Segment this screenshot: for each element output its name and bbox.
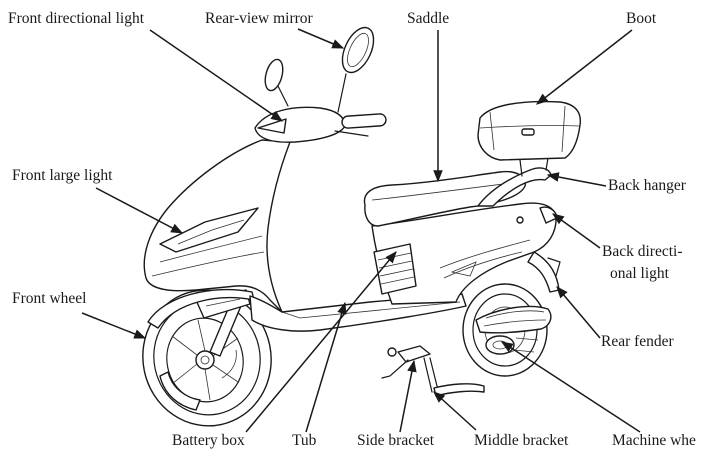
back-hanger: [477, 167, 552, 207]
rear-body: [371, 202, 557, 305]
leader-battery-box: [245, 251, 397, 433]
scooter-drawing: [142, 26, 582, 427]
middle-bracket: [423, 357, 485, 397]
label-boot: Boot: [626, 10, 657, 27]
leader-tub: [305, 301, 347, 433]
leader-side-bracket: [399, 359, 417, 433]
leader-middle-bracket: [433, 391, 477, 431]
brake-lever: [334, 130, 369, 137]
leader-back-directional-light: [552, 213, 601, 249]
label-tub: Tub: [292, 432, 317, 449]
leader-front-large-light: [95, 187, 184, 234]
boot-mount: [519, 157, 549, 177]
leader-front-directional-light: [149, 29, 283, 122]
side-bracket: [381, 345, 431, 379]
label-front-large-light: Front large light: [12, 167, 113, 184]
boot: [477, 100, 582, 161]
rear-fender: [527, 251, 560, 293]
label-back-directional-light-line1: Back directi-: [602, 243, 682, 260]
label-saddle: Saddle: [407, 10, 449, 27]
label-back-directional-light-line2: onal light: [610, 265, 670, 282]
part-labels: Front directional light Rear-view mirror…: [8, 10, 696, 449]
front-directional-light: [257, 118, 287, 134]
handlebar-grip: [341, 113, 387, 129]
label-rear-fender: Rear fender: [601, 333, 675, 350]
label-front-wheel: Front wheel: [12, 290, 86, 307]
label-side-bracket: Side bracket: [357, 432, 435, 449]
label-battery-box: Battery box: [172, 432, 245, 449]
leader-boot: [536, 29, 633, 105]
label-rear-view-mirror: Rear-view mirror: [205, 10, 314, 27]
handlebar: [254, 106, 387, 143]
label-front-directional-light: Front directional light: [8, 10, 145, 27]
leader-back-hanger: [546, 172, 607, 187]
front-large-light: [159, 207, 259, 253]
front-wheel: [142, 289, 272, 427]
leader-rear-view-mirror: [297, 28, 345, 49]
battery-box: [373, 243, 417, 295]
rear-view-mirrors: [264, 26, 375, 113]
leader-lines: [81, 28, 641, 433]
leader-front-wheel: [81, 312, 147, 339]
label-machine-wheel: Machine whe: [612, 432, 696, 449]
label-back-hanger: Back hanger: [608, 177, 687, 194]
leader-rear-fender: [556, 286, 601, 339]
leader-machine-wheel: [500, 341, 641, 433]
rear-fender-bracket: [547, 257, 561, 277]
label-middle-bracket: Middle bracket: [474, 432, 569, 449]
